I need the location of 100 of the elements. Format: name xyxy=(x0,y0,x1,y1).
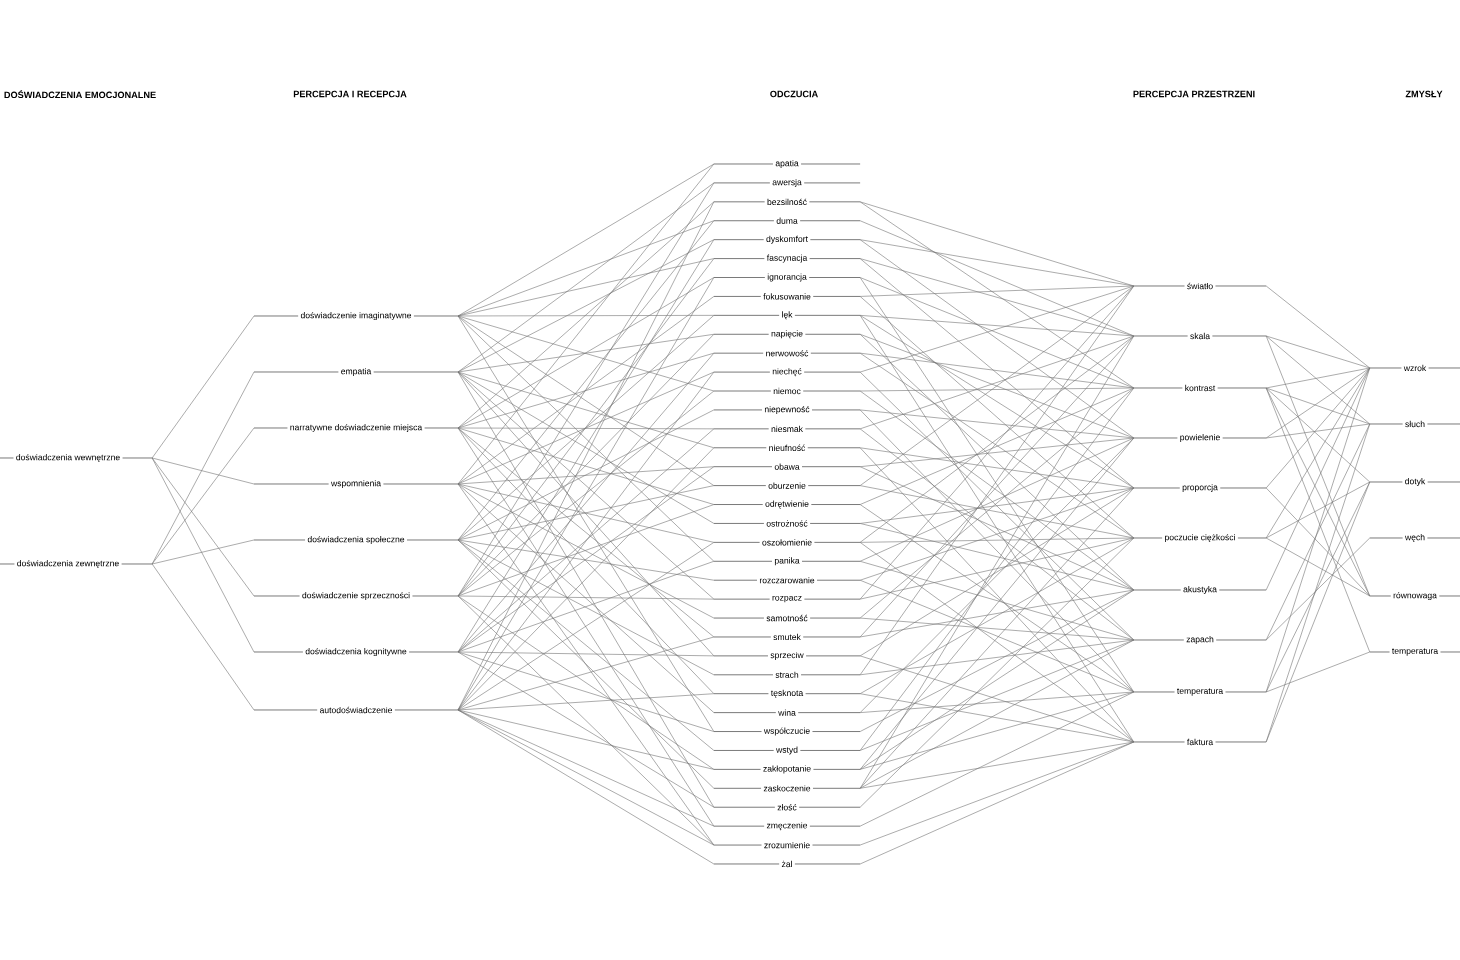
connector-line xyxy=(859,537,1135,600)
connector-line xyxy=(1265,387,1371,425)
connector-line xyxy=(457,427,715,827)
connector-line xyxy=(457,371,715,711)
connector-line xyxy=(151,457,255,597)
connector-line xyxy=(859,285,1135,600)
connector-line xyxy=(859,333,1135,591)
connector-line xyxy=(457,651,715,732)
connector-line xyxy=(1265,487,1371,597)
connector-line xyxy=(457,220,715,317)
connector-line xyxy=(457,595,715,600)
connector-line xyxy=(1265,387,1371,483)
connector-line xyxy=(457,651,715,808)
connector-line xyxy=(457,427,715,505)
connector-line xyxy=(457,163,715,317)
connector-line xyxy=(859,741,1135,865)
connector-line xyxy=(457,466,715,485)
connector-line xyxy=(1265,367,1371,439)
connector-line xyxy=(457,163,715,485)
connector-line xyxy=(859,693,1135,743)
connector-line xyxy=(859,285,1135,297)
connector-line xyxy=(457,504,715,597)
connector-line xyxy=(457,371,715,449)
connector-line xyxy=(859,239,1135,287)
connector-line xyxy=(457,333,715,597)
connector-line xyxy=(457,371,715,808)
connector-line xyxy=(859,487,1135,657)
connector-line xyxy=(1265,423,1371,439)
connector-line xyxy=(457,258,715,317)
connector-line xyxy=(859,487,1135,581)
connector-line xyxy=(1265,367,1371,489)
connector-line xyxy=(859,617,1135,641)
connector-line xyxy=(859,691,1135,827)
connector-line xyxy=(457,315,715,317)
connector-line xyxy=(859,485,1135,539)
connector-line xyxy=(1265,367,1371,539)
connector-line xyxy=(859,691,1135,713)
connector-line xyxy=(457,371,715,485)
connector-line xyxy=(859,387,1135,505)
connector-line xyxy=(1265,367,1371,389)
connector-line xyxy=(859,537,1135,543)
connector-line xyxy=(859,201,1135,389)
connector-line xyxy=(859,542,1135,743)
connector-line xyxy=(859,741,1135,846)
connector-line xyxy=(457,693,715,711)
connector-line xyxy=(859,691,1135,770)
connector-line xyxy=(859,201,1135,287)
connector-line xyxy=(859,741,1135,789)
connector-line xyxy=(859,409,1135,693)
connector-line xyxy=(859,561,1135,641)
connector-line xyxy=(457,483,715,846)
connector-line xyxy=(859,387,1135,751)
connector-line xyxy=(457,466,715,653)
connector-line xyxy=(859,315,1135,489)
connector-line xyxy=(457,277,715,429)
connector-line xyxy=(1265,481,1371,539)
connector-line xyxy=(859,409,1135,439)
connector-line xyxy=(457,595,715,770)
connector-line xyxy=(859,523,1135,591)
connector-line xyxy=(859,315,1135,337)
connector-line xyxy=(859,504,1135,693)
connector-line xyxy=(151,427,255,565)
connector-line xyxy=(1265,537,1371,641)
connector-line xyxy=(859,639,1135,676)
connector-line xyxy=(457,333,715,373)
connector-line xyxy=(859,258,1135,337)
connector-line xyxy=(859,296,1135,539)
connector-line xyxy=(859,277,1135,389)
connector-line xyxy=(859,387,1135,392)
connector-line xyxy=(859,239,1135,439)
connector-line xyxy=(859,655,1135,743)
connector-line xyxy=(859,579,1135,693)
connector-line xyxy=(1265,387,1371,653)
connector-line xyxy=(859,437,1135,467)
connector-line xyxy=(1265,537,1371,597)
connector-line xyxy=(457,371,715,524)
connector-line xyxy=(859,537,1135,808)
connector-line xyxy=(859,447,1135,489)
connector-line xyxy=(151,563,255,711)
connector-line xyxy=(1265,651,1371,693)
connector-line xyxy=(457,182,715,373)
connector-line xyxy=(859,487,1135,524)
connector-line xyxy=(457,182,715,597)
connector-line xyxy=(1265,481,1371,693)
connector-line xyxy=(859,487,1135,789)
connector-line xyxy=(457,201,715,429)
connector-line xyxy=(457,539,715,581)
connector-line xyxy=(859,285,1135,373)
connector-line xyxy=(457,220,715,541)
connector-line xyxy=(457,539,715,751)
connector-line xyxy=(859,466,1135,591)
connector-line xyxy=(1265,423,1371,743)
connector-line xyxy=(1265,335,1371,425)
connector-line xyxy=(457,561,715,653)
connector-line xyxy=(151,371,255,565)
connector-line xyxy=(859,589,1135,732)
connector-line xyxy=(457,539,715,789)
connector-line xyxy=(859,437,1135,562)
connector-line xyxy=(859,220,1135,337)
connector-line xyxy=(457,651,715,657)
